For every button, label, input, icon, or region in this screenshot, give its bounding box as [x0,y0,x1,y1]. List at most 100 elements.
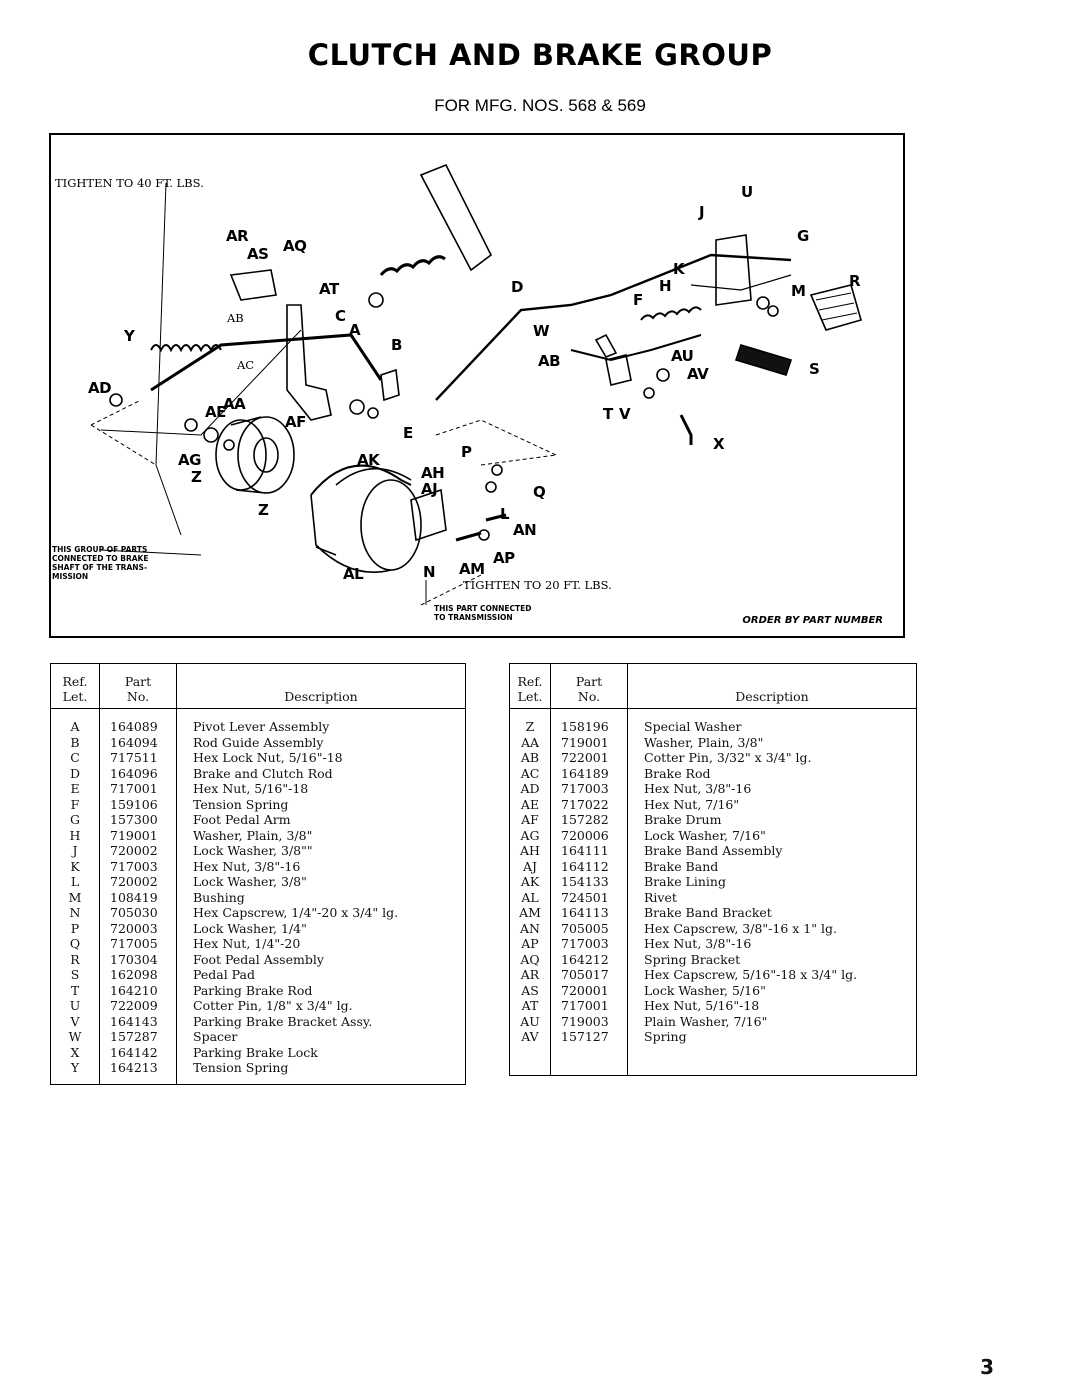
callout-ag: AG [178,451,201,469]
callout-av: AV [687,365,709,383]
part-number: 164212 [550,951,628,967]
part-description: Brake Rod [627,765,917,781]
part-description: Brake Band Assembly [627,843,917,859]
callout-u: U [741,183,753,201]
part-description: Foot Pedal Arm [176,812,466,828]
header-part-no: Part No. [550,663,628,709]
part-number: 164213 [99,1060,177,1076]
part-description: Hex Nut, 5/16"-18 [176,781,466,797]
part-description: Hex Nut, 3/8"-16 [627,936,917,952]
brake-band-assembly [310,464,422,573]
torque-note-20: TIGHTEN TO 20 FT. LBS. [463,578,612,592]
ref-letter: M [50,889,100,905]
ref-letter: R [50,951,100,967]
callout-an: AN [513,521,537,539]
header-description: Description [176,663,466,709]
part-number: 164143 [99,1013,177,1029]
ref-letter: L [50,874,100,890]
ref-letter: AE [509,796,551,812]
torque-note-40: TIGHTEN TO 40 FT. LBS. [55,176,204,190]
ref-letter: AG [509,827,551,843]
part-number: 164094 [99,734,177,750]
spacer-cell [176,1075,466,1084]
callout-x: X [713,435,725,453]
part-description: Brake Band [627,858,917,874]
header-ref-let: Ref. Let. [50,663,100,709]
ref-letter: AH [509,843,551,859]
part-description: Hex Capscrew, 3/8"-16 x 1" lg. [627,920,917,936]
callout-f: F [633,291,643,309]
callout-z: Z [258,501,269,519]
callout-m: M [791,282,806,300]
part-number: 720003 [99,920,177,936]
ref-letter: AS [509,982,551,998]
ref-letter: C [50,750,100,766]
callout-s: S [809,360,820,378]
table-bottom-spacer [50,1075,466,1084]
part-description: Plain Washer, 7/16" [627,1013,917,1029]
ref-letter: H [50,827,100,843]
ref-letter: Q [50,936,100,952]
part-description: Special Washer [627,708,917,735]
spacer-cell [50,1075,100,1084]
ref-letter: E [50,781,100,797]
part-description: Spacer [176,1029,466,1045]
part-description: Parking Brake Lock [176,1044,466,1060]
spacer-cell [550,1044,628,1075]
callout-q: Q [533,483,546,501]
part-description: Rivet [627,889,917,905]
spacer-cell [627,1044,917,1075]
part-description: Brake Lining [627,874,917,890]
part-description: Brake Drum [627,812,917,828]
ref-letter: T [50,982,100,998]
ref-letter: W [50,1029,100,1045]
ref-letter: N [50,905,100,921]
page-title: CLUTCH AND BRAKE GROUP [307,38,773,72]
part-number: 705017 [550,967,628,983]
part-number: 720006 [550,827,628,843]
header-part-no: Part No. [99,663,177,709]
part-number: 705030 [99,905,177,921]
callout-t: T [603,405,613,423]
callout-b: B [391,336,402,354]
part-number: 170304 [99,951,177,967]
part-description: Tension Spring [176,1060,466,1076]
callout-ac: AC [237,358,255,372]
ref-letter: AT [509,998,551,1014]
diagram-drawing [90,163,862,606]
ref-letter: AK [509,874,551,890]
exploded-parts-diagram: U J G R AR AS AQ AT D K H M F C A B Y AB… [49,133,905,638]
ref-letter: AR [509,967,551,983]
ref-letter: D [50,765,100,781]
callout-l: L [500,505,510,523]
ref-letter: AN [509,920,551,936]
part-number: 164112 [550,858,628,874]
part-description: Pedal Pad [176,967,466,983]
ref-letter: K [50,858,100,874]
note-brake-shaft-group: THIS GROUP OF PARTS CONNECTED TO BRAKE S… [52,545,149,581]
ref-letter: B [50,734,100,750]
callout-z-top: Z [191,468,202,486]
order-by-part-number-note: ORDER BY PART NUMBER [742,615,883,626]
ref-letter: U [50,998,100,1014]
